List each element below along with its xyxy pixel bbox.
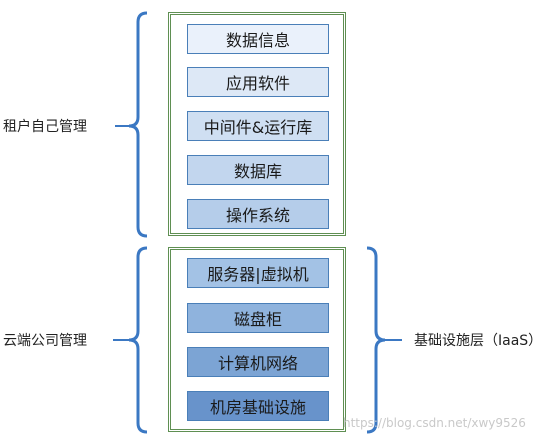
- layer-datacenter: 机房基础设施: [187, 391, 329, 421]
- iaas-label: 基础设施层（IaaS）: [414, 333, 543, 349]
- tenant-managed-label: 租户自己管理: [3, 119, 87, 135]
- layer-middleware-runtime: 中间件&运行库: [187, 111, 329, 141]
- watermark: https://blog.csdn.net/xwy9526: [343, 416, 526, 430]
- cloud-managed-label: 云端公司管理: [3, 333, 87, 349]
- layer-operating-system: 操作系统: [187, 199, 329, 229]
- iaas-brace: [366, 246, 386, 434]
- layer-applications: 应用软件: [187, 67, 329, 97]
- cloud-stack-frame: [168, 247, 346, 432]
- tenant-stack-frame: [168, 12, 346, 236]
- layer-data: 数据信息: [187, 24, 329, 54]
- tenant-brace: [128, 11, 148, 238]
- layer-storage: 磁盘柜: [187, 303, 329, 333]
- layer-database: 数据库: [187, 155, 329, 185]
- cloud-brace: [128, 246, 148, 434]
- layer-network: 计算机网络: [187, 347, 329, 377]
- layer-servers-vms: 服务器|虚拟机: [187, 258, 329, 288]
